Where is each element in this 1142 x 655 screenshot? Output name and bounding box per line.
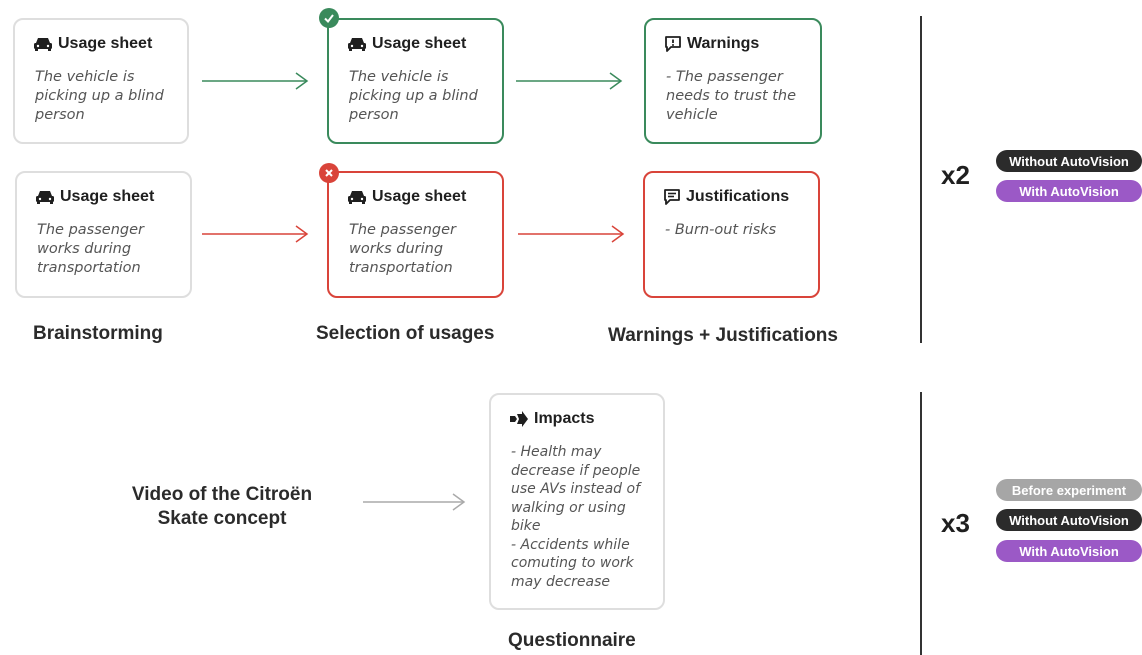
- step-label-warnings: Warnings + Justifications: [608, 325, 838, 346]
- condition-before-experiment: Before experiment: [996, 479, 1142, 501]
- arrow-red-1: [202, 225, 309, 243]
- condition-with-autovision: With AutoVision: [996, 180, 1142, 202]
- card-body: The passenger works during transportatio…: [37, 222, 144, 276]
- card-header: Impacts: [509, 410, 594, 428]
- car-icon: [36, 191, 54, 204]
- condition-without-autovision: Without AutoVision: [996, 150, 1142, 172]
- card-header: Warnings: [664, 35, 759, 53]
- check-icon: [319, 8, 339, 28]
- arrow-red-2: [518, 225, 625, 243]
- card-header: Justifications: [663, 188, 789, 206]
- card-title: Justifications: [686, 188, 790, 205]
- video-label: Video of the Citroën Skate concept: [131, 484, 313, 529]
- arrow-gray: [363, 493, 466, 511]
- card-title: Usage sheet: [372, 188, 467, 205]
- warnings-card: Warnings - The passenger needs to trust …: [644, 18, 822, 144]
- card-body: - Health may decrease if people use AVs …: [511, 444, 641, 590]
- step-label-selection: Selection of usages: [316, 323, 495, 344]
- card-title: Usage sheet: [372, 35, 467, 52]
- card-body: - The passenger needs to trust the vehic…: [666, 69, 797, 123]
- condition-without-autovision: Without AutoVision: [996, 509, 1142, 531]
- card-title: Warnings: [687, 35, 760, 52]
- usage-sheet-card-r1c2: Usage sheet The vehicle is picking up a …: [327, 18, 504, 144]
- car-icon: [348, 191, 366, 204]
- card-body: The vehicle is picking up a blind person: [349, 69, 478, 123]
- divider-line-top: [920, 16, 922, 343]
- x-icon: [319, 163, 339, 183]
- arrows-icon: [510, 411, 528, 427]
- card-title: Usage sheet: [58, 35, 153, 52]
- card-title: Impacts: [534, 410, 595, 427]
- usage-sheet-card-r2c2: Usage sheet The passenger works during t…: [327, 171, 504, 298]
- card-header: Usage sheet: [347, 188, 466, 206]
- speech-bubble-lines-icon: [664, 189, 680, 205]
- car-icon: [348, 38, 366, 51]
- condition-with-autovision: With AutoVision: [996, 540, 1142, 562]
- impacts-card: Impacts - Health may decrease if people …: [489, 393, 665, 610]
- speech-bubble-exclamation-icon: [665, 36, 681, 52]
- card-header: Usage sheet: [33, 35, 152, 53]
- arrow-green-2: [516, 72, 623, 90]
- card-body: The vehicle is picking up a blind person: [35, 69, 164, 123]
- divider-line-bottom: [920, 392, 922, 655]
- justifications-card: Justifications - Burn-out risks: [643, 171, 820, 298]
- questionnaire-label: Questionnaire: [508, 630, 636, 651]
- car-icon: [34, 38, 52, 51]
- step-label-brainstorming: Brainstorming: [33, 323, 163, 344]
- card-body: The passenger works during transportatio…: [349, 222, 456, 276]
- usage-sheet-card-r1c1: Usage sheet The vehicle is picking up a …: [13, 18, 189, 144]
- card-header: Usage sheet: [35, 188, 154, 206]
- card-title: Usage sheet: [60, 188, 155, 205]
- multiplier-x2: x2: [941, 160, 970, 190]
- usage-sheet-card-r2c1: Usage sheet The passenger works during t…: [15, 171, 192, 298]
- arrow-green-1: [202, 72, 309, 90]
- card-header: Usage sheet: [347, 35, 466, 53]
- multiplier-x3: x3: [941, 508, 970, 538]
- card-body: - Burn-out risks: [665, 222, 777, 238]
